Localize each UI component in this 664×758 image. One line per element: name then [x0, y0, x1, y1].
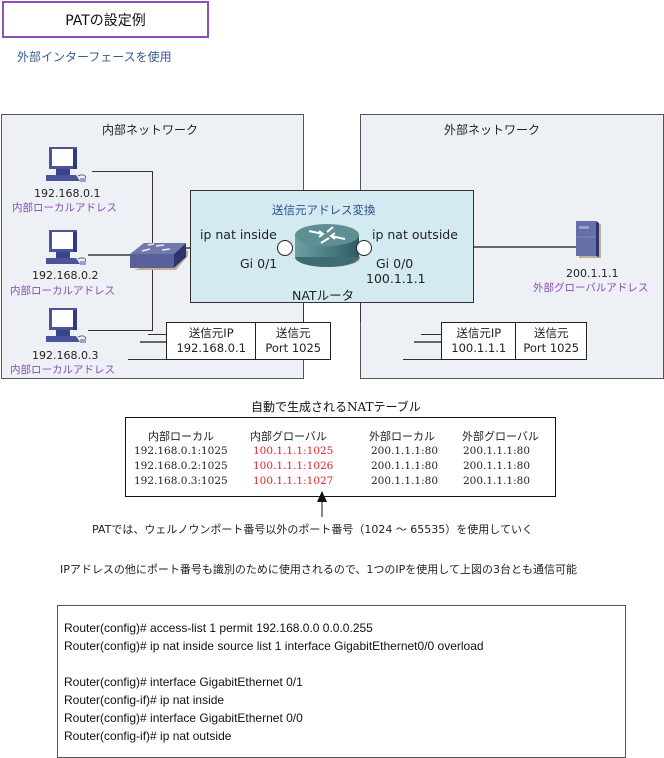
inside-network-label: 内部ネットワーク — [102, 123, 199, 137]
packet-ip-value: 192.168.0.1 — [176, 341, 246, 355]
packet-port-value: Port 1025 — [265, 341, 322, 355]
wire-router-inside-down — [303, 302, 304, 322]
outside-global: 200.1.1.1:80 — [463, 445, 530, 457]
arrow-up-icon — [316, 491, 328, 517]
host-2-role: 内部ローカルアドレス — [10, 285, 115, 297]
page-title: PATの設定例 — [2, 1, 209, 38]
packet-line — [421, 334, 441, 335]
page-title-text: PATの設定例 — [65, 12, 146, 29]
router-outside-if: Gi 0/0 — [376, 256, 414, 271]
outside-local: 200.1.1.1:80 — [371, 445, 438, 457]
router-outside-ip: 100.1.1.1 — [366, 271, 426, 286]
router-title: 送信元アドレス変換 — [272, 203, 376, 217]
host-2-ip: 192.168.0.2 — [32, 269, 99, 282]
host-3-ip: 192.168.0.3 — [32, 349, 99, 362]
router-icon — [293, 221, 361, 269]
header-inside-local: 内部ローカル — [148, 430, 214, 443]
packet-port-header: 送信元 — [533, 326, 569, 340]
config-box: Router(config)# access-list 1 permit 192… — [57, 605, 626, 758]
wire-pc1 — [92, 171, 153, 172]
outside-global: 200.1.1.1:80 — [463, 460, 530, 472]
inside-global: 100.1.1.1:1025 — [253, 445, 334, 457]
outside-local: 200.1.1.1:80 — [371, 475, 438, 487]
packet-line — [140, 341, 166, 343]
config-line: Router(config)# interface GigabitEtherne… — [64, 711, 303, 725]
config-line: Router(config-if)# ip nat inside — [64, 693, 225, 707]
packet-ip-header: 送信元IP — [456, 326, 502, 340]
inside-local: 192.168.0.3:1025 — [134, 475, 228, 487]
header-inside-global: 内部グローバル — [250, 430, 327, 443]
packet-line — [148, 334, 166, 335]
packet-port-header: 送信元 — [275, 326, 311, 340]
config-line: Router(config)# ip nat inside source lis… — [64, 639, 484, 653]
switch-icon — [128, 240, 188, 272]
outside-global: 200.1.1.1:80 — [463, 475, 530, 487]
page-subtitle: 外部インターフェースを使用 — [17, 50, 172, 64]
server-ip: 200.1.1.1 — [566, 267, 619, 280]
inside-local: 192.168.0.2:1025 — [134, 460, 228, 472]
outside-interface-port — [356, 240, 372, 256]
packet-ip-value: 100.1.1.1 — [451, 341, 507, 355]
server-icon — [575, 220, 603, 260]
config-line: Router(config-if)# ip nat outside — [64, 729, 232, 743]
pc-icon — [46, 306, 90, 346]
wire-pc2 — [88, 254, 130, 256]
router-name: NATルータ — [292, 288, 355, 303]
router-inside-if: Gi 0/1 — [240, 256, 278, 271]
pc-icon — [46, 228, 90, 268]
server-role: 外部グローバルアドレス — [533, 282, 649, 294]
inside-global: 100.1.1.1:1026 — [253, 460, 334, 472]
summary-note: IPアドレスの他にポート番号も識別のために使用されるので、1つのIPを使用して上… — [60, 563, 577, 576]
inside-local: 192.168.0.1:1025 — [134, 445, 228, 457]
config-line: Router(config)# interface GigabitEtherne… — [64, 675, 303, 689]
header-outside-global: 外部グローバル — [462, 430, 539, 443]
nat-table: 内部ローカル 内部グローバル 外部ローカル 外部グローバル 192.168.0.… — [125, 417, 556, 497]
pc-icon — [46, 145, 90, 185]
wire-pc3 — [88, 330, 153, 331]
config-line — [64, 655, 625, 673]
packet-port-value: Port 1025 — [523, 341, 580, 355]
inside-global: 100.1.1.1:1027 — [253, 475, 334, 487]
arrow-note: PATでは、ウェルノウンポート番号以外のポート番号（1024 ～ 65535）を… — [92, 523, 533, 536]
packet-ip-header: 送信元IP — [188, 326, 234, 340]
packet-line — [414, 341, 441, 343]
packet-line — [403, 359, 441, 360]
config-line: Router(config)# access-list 1 permit 192… — [64, 621, 373, 635]
host-3-role: 内部ローカルアドレス — [10, 364, 115, 376]
inside-interface-port — [277, 240, 293, 256]
header-outside-local: 外部ローカル — [369, 430, 435, 443]
nat-table-title: 自動で生成されるNATテーブル — [251, 400, 421, 414]
wire-router-outside-down — [360, 302, 361, 322]
outside-local: 200.1.1.1:80 — [371, 460, 438, 472]
host-1-ip: 192.168.0.1 — [34, 187, 101, 200]
router-inside-cmd: ip nat inside — [200, 227, 277, 242]
packet-line — [128, 359, 166, 360]
outside-network-label: 外部ネットワーク — [444, 123, 541, 137]
host-1-role: 内部ローカルアドレス — [12, 202, 117, 214]
router-outside-cmd: ip nat outside — [372, 227, 458, 242]
